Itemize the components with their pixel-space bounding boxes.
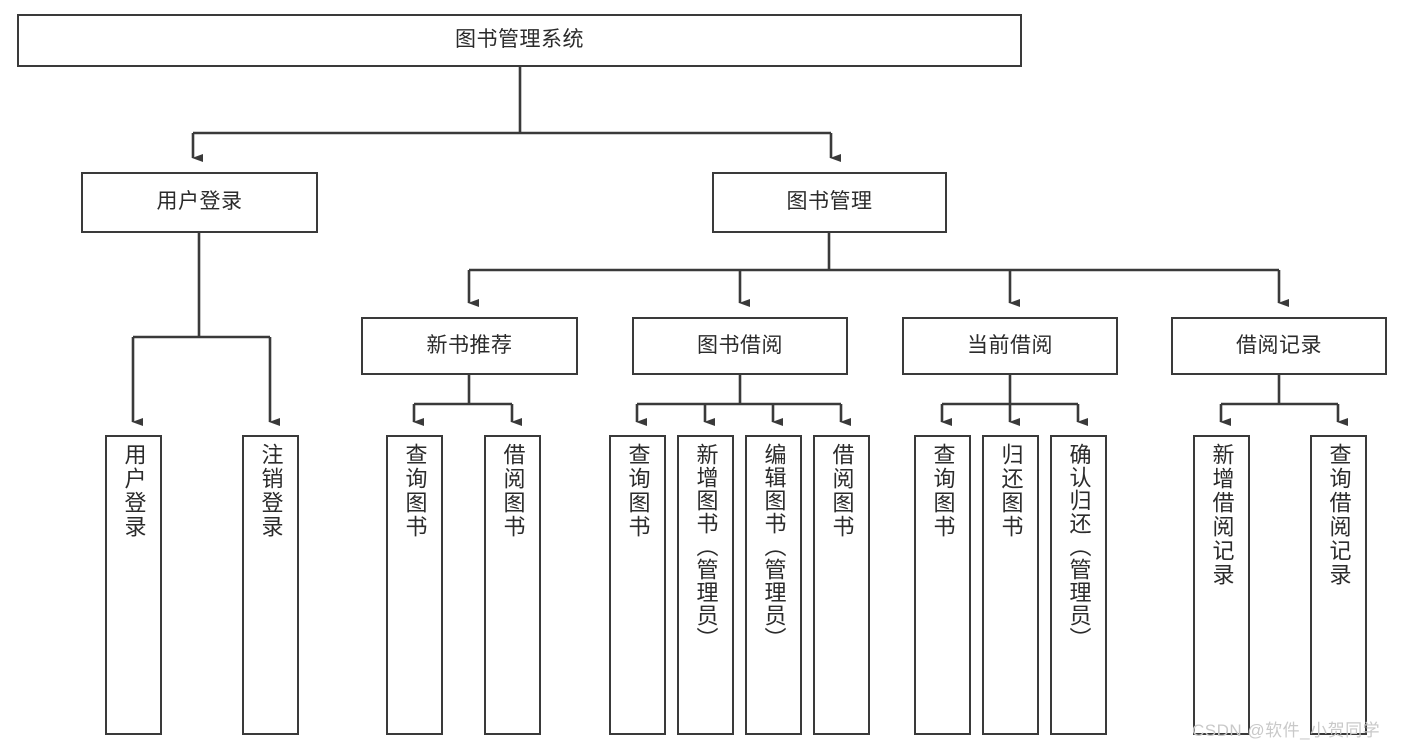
leaf-user-login-logout[interactable]: 注销登录 bbox=[242, 435, 299, 735]
node-label: 借阅记录 bbox=[1236, 333, 1322, 357]
node-label: 归还图书 bbox=[998, 443, 1024, 539]
leaf-current-confirm-return-admin[interactable]: 确认归还（管理员） bbox=[1050, 435, 1107, 735]
node-label: 借阅图书 bbox=[829, 443, 855, 539]
node-label: 用户登录 bbox=[156, 190, 243, 214]
node-label: 新增借阅记录 bbox=[1209, 443, 1235, 587]
node-label: 确认归还（管理员） bbox=[1066, 443, 1092, 650]
node-current-borrow[interactable]: 当前借阅 bbox=[902, 317, 1118, 375]
leaf-borrow-query-book[interactable]: 查询图书 bbox=[609, 435, 666, 735]
leaf-current-query-book[interactable]: 查询图书 bbox=[914, 435, 971, 735]
leaf-current-return-book[interactable]: 归还图书 bbox=[982, 435, 1039, 735]
leaf-borrow-edit-book-admin[interactable]: 编辑图书（管理员） bbox=[745, 435, 802, 735]
leaf-user-login-login[interactable]: 用户登录 bbox=[105, 435, 162, 735]
csdn-watermark: CSDN @软件_小贺同学 bbox=[1192, 721, 1381, 740]
node-book-management[interactable]: 图书管理 bbox=[712, 172, 947, 233]
node-label: 图书管理 bbox=[786, 190, 873, 214]
node-user-login[interactable]: 用户登录 bbox=[81, 172, 318, 233]
node-root-system[interactable]: 图书管理系统 bbox=[17, 14, 1022, 67]
leaf-record-add-record[interactable]: 新增借阅记录 bbox=[1193, 435, 1250, 735]
node-label: 查询图书 bbox=[402, 443, 428, 539]
node-label: 当前借阅 bbox=[967, 333, 1053, 357]
node-borrow-record[interactable]: 借阅记录 bbox=[1171, 317, 1387, 375]
leaf-recommend-query-book[interactable]: 查询图书 bbox=[386, 435, 443, 735]
leaf-borrow-borrow-book[interactable]: 借阅图书 bbox=[813, 435, 870, 735]
node-book-borrow[interactable]: 图书借阅 bbox=[632, 317, 848, 375]
node-label: 注销登录 bbox=[258, 443, 284, 539]
node-label: 新书推荐 bbox=[426, 333, 513, 357]
node-label: 查询图书 bbox=[930, 443, 956, 539]
node-label: 查询借阅记录 bbox=[1326, 443, 1352, 587]
leaf-recommend-borrow-book[interactable]: 借阅图书 bbox=[484, 435, 541, 735]
leaf-borrow-add-book-admin[interactable]: 新增图书（管理员） bbox=[677, 435, 734, 735]
node-label: 编辑图书（管理员） bbox=[761, 443, 787, 650]
node-label: 查询图书 bbox=[625, 443, 651, 539]
node-new-book-recommend[interactable]: 新书推荐 bbox=[361, 317, 578, 375]
leaf-record-query-record[interactable]: 查询借阅记录 bbox=[1310, 435, 1367, 735]
node-label: 用户登录 bbox=[121, 443, 147, 539]
node-label: 图书借阅 bbox=[697, 333, 783, 357]
node-label: 新增图书（管理员） bbox=[693, 443, 719, 650]
node-label: 借阅图书 bbox=[500, 443, 526, 539]
node-label: 图书管理系统 bbox=[455, 28, 584, 52]
